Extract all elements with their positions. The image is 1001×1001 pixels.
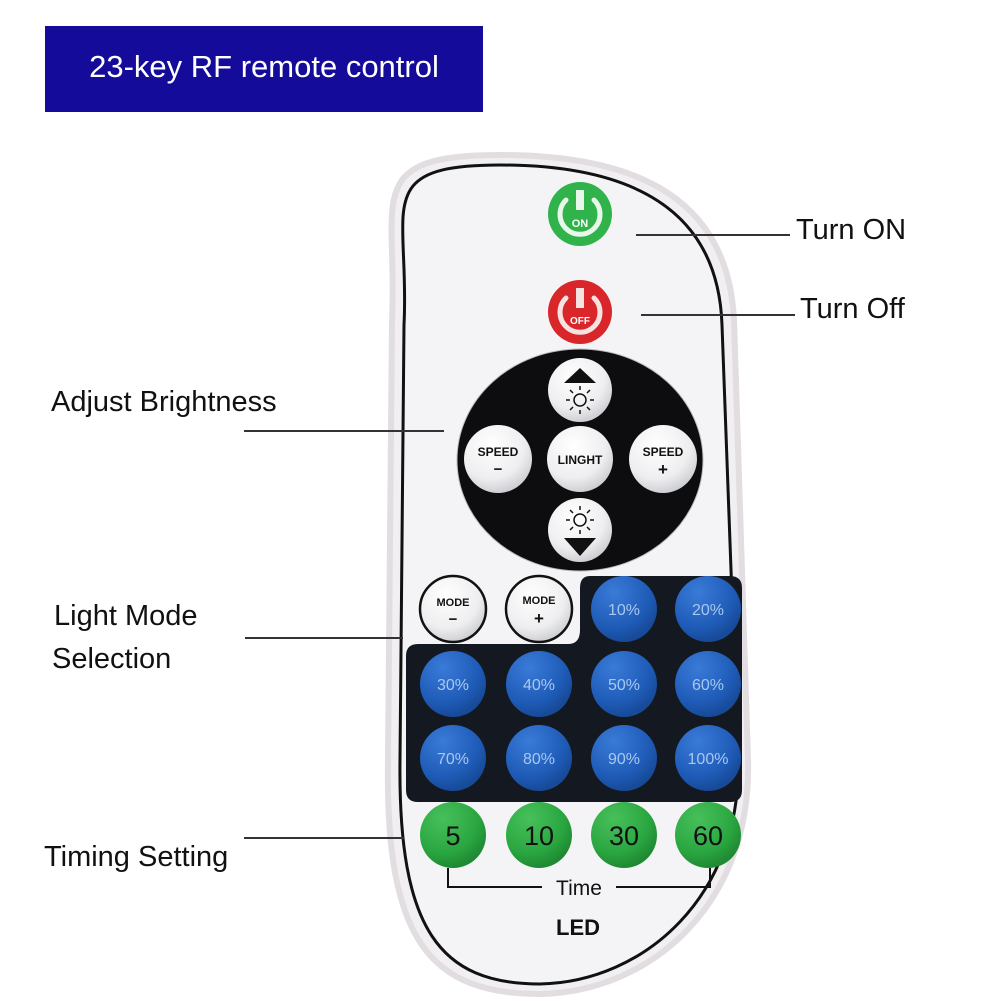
brightness-level-label: 60%: [692, 677, 724, 694]
callout-turn-off: Turn Off: [800, 293, 905, 325]
leader-timing-setting: [244, 837, 404, 839]
svg-text:MODE: MODE: [523, 595, 556, 607]
brightness-level-label: 10%: [608, 602, 640, 619]
svg-text:+: +: [534, 609, 544, 628]
brightness-level-key: [420, 651, 486, 717]
timer-button[interactable]: 5: [420, 802, 486, 868]
leader-turn-off: [641, 314, 795, 316]
timer-button[interactable]: 10: [506, 802, 572, 868]
brightness-level-button[interactable]: 40%: [506, 651, 572, 717]
timer-key: [591, 802, 657, 868]
svg-text:LINGHT: LINGHT: [558, 453, 603, 467]
brightness-up-button[interactable]: [548, 358, 612, 422]
brightness-level-button[interactable]: 30%: [420, 651, 486, 717]
brightness-level-button[interactable]: 60%: [675, 651, 741, 717]
timer-label: 60: [693, 821, 723, 851]
brightness-level-key: [675, 651, 741, 717]
timer-key: [675, 802, 741, 868]
svg-text:−: −: [449, 611, 458, 628]
svg-text:SPEED: SPEED: [643, 445, 684, 459]
brightness-level-button[interactable]: 10%: [591, 576, 657, 642]
callout-light-mode-line2: Selection: [52, 643, 172, 675]
brightness-down-button[interactable]: [548, 498, 612, 562]
brightness-level-label: 20%: [692, 602, 724, 619]
timer-key: [506, 802, 572, 868]
speed-minus-button[interactable]: SPEED −: [464, 425, 532, 493]
brightness-level-key: [506, 725, 572, 791]
brightness-level-label: 40%: [523, 677, 555, 694]
brightness-level-key: [591, 576, 657, 642]
percent-panel: [406, 576, 742, 802]
brightness-level-label: 30%: [437, 677, 469, 694]
brightness-level-key: [420, 725, 486, 791]
brightness-level-key: [675, 576, 741, 642]
power-on-button[interactable]: ON: [548, 182, 612, 246]
brightness-level-button[interactable]: 80%: [506, 725, 572, 791]
timer-label: 30: [609, 821, 639, 851]
timer-keys: 5 10 30 60: [420, 802, 741, 868]
leader-turn-on: [636, 234, 790, 236]
svg-text:SPEED: SPEED: [478, 445, 519, 459]
brand-label: LED: [556, 915, 600, 940]
speed-plus-button[interactable]: SPEED +: [629, 425, 697, 493]
svg-text:−: −: [494, 461, 503, 478]
title-banner: 23-key RF remote control: [45, 26, 483, 112]
brightness-level-button[interactable]: 70%: [420, 725, 486, 791]
power-off-label: OFF: [570, 316, 590, 327]
timer-button[interactable]: 30: [591, 802, 657, 868]
callout-timing-setting: Timing Setting: [44, 841, 229, 873]
sun-icon: [573, 393, 587, 407]
svg-text:+: +: [658, 460, 668, 479]
leader-light-mode: [245, 637, 403, 639]
percent-keys: 10% 20% 30% 40% 50% 60% 70% 80% 90% 100%: [420, 576, 741, 791]
timer-key: [420, 802, 486, 868]
brightness-level-key: [675, 725, 741, 791]
sun-icon: [573, 513, 587, 527]
callout-turn-on: Turn ON: [796, 214, 907, 246]
brightness-level-key: [591, 651, 657, 717]
power-off-button[interactable]: OFF: [548, 280, 612, 344]
brightness-level-button[interactable]: 20%: [675, 576, 741, 642]
leader-adjust-brightness: [244, 430, 444, 432]
title-text: 23-key RF remote control: [89, 49, 439, 84]
brightness-level-button[interactable]: 50%: [591, 651, 657, 717]
brightness-level-key: [591, 725, 657, 791]
mode-minus-button[interactable]: MODE −: [418, 574, 488, 644]
brightness-level-label: 70%: [437, 751, 469, 768]
timer-button[interactable]: 60: [675, 802, 741, 868]
mode-plus-button[interactable]: MODE +: [504, 574, 574, 644]
svg-text:MODE: MODE: [437, 597, 470, 609]
time-label: Time: [556, 877, 602, 900]
time-bracket: Time: [447, 868, 711, 900]
callout-adjust-brightness: Adjust Brightness: [51, 386, 277, 418]
light-center-button[interactable]: LINGHT: [547, 426, 613, 492]
timer-label: 10: [524, 821, 554, 851]
callout-light-mode-line1: Light Mode: [54, 600, 198, 632]
brightness-level-label: 90%: [608, 751, 640, 768]
brightness-level-button[interactable]: 90%: [591, 725, 657, 791]
brightness-level-label: 100%: [688, 751, 729, 768]
brightness-level-key: [506, 651, 572, 717]
brightness-level-label: 50%: [608, 677, 640, 694]
timer-label: 5: [445, 821, 460, 851]
brightness-level-label: 80%: [523, 751, 555, 768]
power-on-label: ON: [572, 218, 589, 230]
brightness-level-button[interactable]: 100%: [675, 725, 741, 791]
